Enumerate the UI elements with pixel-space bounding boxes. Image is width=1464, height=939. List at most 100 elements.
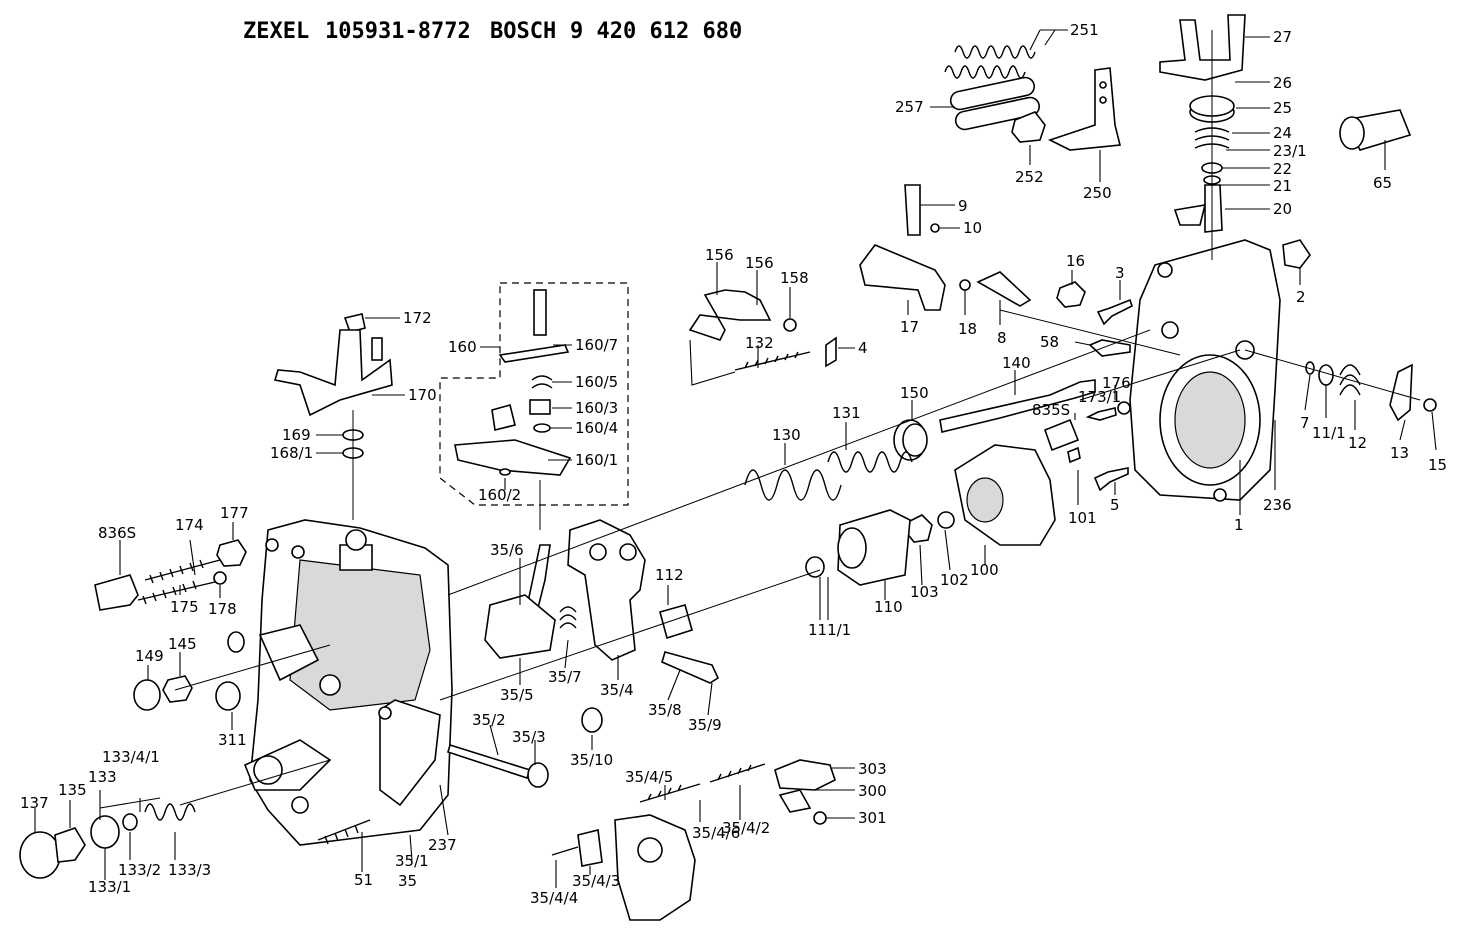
label-140: 140 <box>1002 354 1031 372</box>
label-160-2: 160/2 <box>478 486 521 504</box>
plug-835s-right <box>1043 418 1080 452</box>
clip-4 <box>825 336 837 368</box>
nut-158 <box>783 318 797 332</box>
label-102: 102 <box>940 571 969 589</box>
shaft-140 <box>939 379 1096 433</box>
plate-13 <box>1389 363 1413 422</box>
label-35-9: 35/9 <box>688 716 722 734</box>
label-65: 65 <box>1373 174 1392 192</box>
bracket-303 <box>774 759 836 791</box>
label-35-10: 35/10 <box>570 751 613 769</box>
label-250: 250 <box>1083 184 1112 202</box>
label-35-7: 35/7 <box>548 668 582 686</box>
label-18: 18 <box>958 320 977 338</box>
label-10: 10 <box>963 219 982 237</box>
pin-35-8 <box>661 651 720 684</box>
label-135: 135 <box>58 781 87 799</box>
springs-251 <box>944 45 1036 79</box>
label-35-4-3: 35/4/3 <box>572 872 620 890</box>
header-zexel-number: 105931-8772 <box>325 19 471 44</box>
sleeve-110 <box>837 509 911 586</box>
assembly-160 <box>454 289 572 476</box>
shaft-35-2 <box>447 743 532 779</box>
washer-102 <box>937 511 955 529</box>
label-35-4-5: 35/4/5 <box>625 768 673 786</box>
pin-8 <box>976 271 1032 307</box>
pump-housing <box>243 519 453 846</box>
label-24: 24 <box>1273 124 1292 142</box>
label-158: 158 <box>780 269 809 287</box>
label-8: 8 <box>997 329 1007 347</box>
group-160-outline <box>439 282 629 506</box>
label-133-2: 133/2 <box>118 861 161 879</box>
label-11-1: 11/1 <box>1312 424 1346 442</box>
shaft-20 <box>1173 184 1223 233</box>
rod-132 <box>734 351 811 371</box>
label-5: 5 <box>1110 496 1120 514</box>
label-35-5: 35/5 <box>500 686 534 704</box>
label-160-4: 160/4 <box>575 419 618 437</box>
label-4: 4 <box>858 339 868 357</box>
label-35-4: 35/4 <box>600 681 634 699</box>
spring-133-3 <box>144 803 196 821</box>
label-150: 150 <box>900 384 929 402</box>
label-131: 131 <box>832 404 861 422</box>
plug-2 <box>1282 239 1311 269</box>
plate-35-4-lower <box>614 814 696 921</box>
label-133: 133 <box>88 768 117 786</box>
label-15: 15 <box>1428 456 1447 474</box>
label-170: 170 <box>408 386 437 404</box>
governor-housing <box>1129 239 1281 502</box>
nut-176 <box>1117 401 1131 415</box>
spring-35-7 <box>559 606 577 629</box>
label-35-4-4: 35/4/4 <box>530 889 578 907</box>
label-836s: 836S <box>98 524 136 542</box>
lever-26 <box>1159 14 1246 81</box>
label-130: 130 <box>772 426 801 444</box>
label-35-2: 35/2 <box>472 711 506 729</box>
label-160-7: 160/7 <box>575 336 618 354</box>
label-110: 110 <box>874 598 903 616</box>
block-35-5 <box>484 594 556 659</box>
bolt-174 <box>144 559 221 584</box>
label-35-3: 35/3 <box>512 728 546 746</box>
label-257: 257 <box>895 98 924 116</box>
bracket-300 <box>778 789 812 813</box>
plug-35-3 <box>527 762 549 788</box>
label-173-1: 173/1 <box>1078 388 1121 406</box>
flyweight-hub <box>966 477 1004 523</box>
rod-35-4-4 <box>551 846 579 856</box>
nut-16 <box>1056 281 1086 308</box>
label-137: 137 <box>20 794 49 812</box>
label-169: 169 <box>282 426 311 444</box>
label-35-6: 35/6 <box>490 541 524 559</box>
label-303: 303 <box>858 760 887 778</box>
label-156-left: 156 <box>705 246 734 264</box>
label-132: 132 <box>745 334 774 352</box>
label-835s-right: 835S <box>1032 401 1070 419</box>
rod-35-4-5 <box>639 783 701 803</box>
sleeve-150 <box>893 419 928 461</box>
label-175: 175 <box>170 598 199 616</box>
label-16: 16 <box>1066 252 1085 270</box>
label-300: 300 <box>858 782 887 800</box>
cap-836s <box>94 574 139 611</box>
nut-15 <box>1423 398 1437 412</box>
label-35-1: 35/1 <box>395 852 429 870</box>
nut-177 <box>216 539 247 567</box>
label-25: 25 <box>1273 99 1292 117</box>
bracket-250 <box>1047 67 1122 151</box>
label-160-5: 160/5 <box>575 373 618 391</box>
label-156-right: 156 <box>745 254 774 272</box>
header-brand-bosch: BOSCH <box>490 19 556 44</box>
screw-51 <box>317 819 371 845</box>
washer-111-1 <box>805 556 825 578</box>
cap-65 <box>1339 109 1412 151</box>
bracket-156 <box>688 289 772 341</box>
label-178: 178 <box>208 600 237 618</box>
label-160: 160 <box>448 338 477 356</box>
label-21: 21 <box>1273 177 1292 195</box>
label-160-3: 160/3 <box>575 399 618 417</box>
label-22: 22 <box>1273 160 1292 178</box>
label-145: 145 <box>168 635 197 653</box>
